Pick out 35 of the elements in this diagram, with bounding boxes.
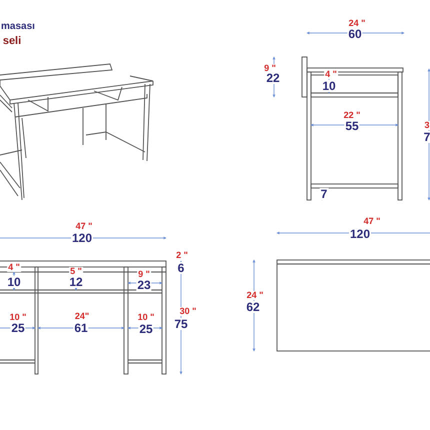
dimension-label: 24 " (348, 19, 366, 28)
dimension-label: 47 " (362, 217, 382, 226)
title-text: seli (2, 36, 22, 47)
dimension-label: 9 " (137, 270, 151, 279)
dimension-label: 47 " (74, 222, 94, 231)
dimension-label: 22 " (342, 111, 362, 120)
dimension-label: 4 " (324, 70, 338, 79)
dimension-label: 24" (74, 312, 90, 321)
dimension-label: 6 (176, 262, 186, 274)
dimension-label: 3 (424, 121, 430, 130)
dimension-label: 24 " (246, 291, 264, 300)
dimension-label: 22 (265, 72, 281, 84)
dimension-label: 2 " (175, 251, 189, 260)
dimension-label: 7 (422, 131, 430, 143)
dimension-label: 10 " (136, 313, 156, 322)
dimension-label: 10 " (8, 313, 28, 322)
dimension-label: 60 (347, 28, 363, 40)
dimension-label: 120 (348, 228, 372, 240)
dimension-label: 120 (70, 232, 94, 244)
dimension-label: 4 " (7, 263, 21, 272)
dimension-label: 23 (136, 279, 152, 291)
dimension-label: 61 (73, 322, 89, 334)
dimension-label: 5 " (69, 267, 83, 276)
dimension-label: 62 (245, 301, 261, 313)
dimension-label: 25 (10, 322, 26, 334)
dimension-label: 10 (6, 276, 22, 288)
dimension-label: 55 (344, 120, 360, 132)
dimension-label: 30 " (178, 307, 198, 316)
dimension-label: 10 (321, 80, 337, 92)
dimension-label: 7 (320, 188, 328, 200)
dimension-label: 12 (68, 276, 84, 288)
title-text: masası (0, 22, 36, 32)
dimension-label: 75 (173, 318, 189, 330)
dimension-label: 9 " (263, 64, 277, 73)
dimension-label: 25 (138, 323, 154, 335)
